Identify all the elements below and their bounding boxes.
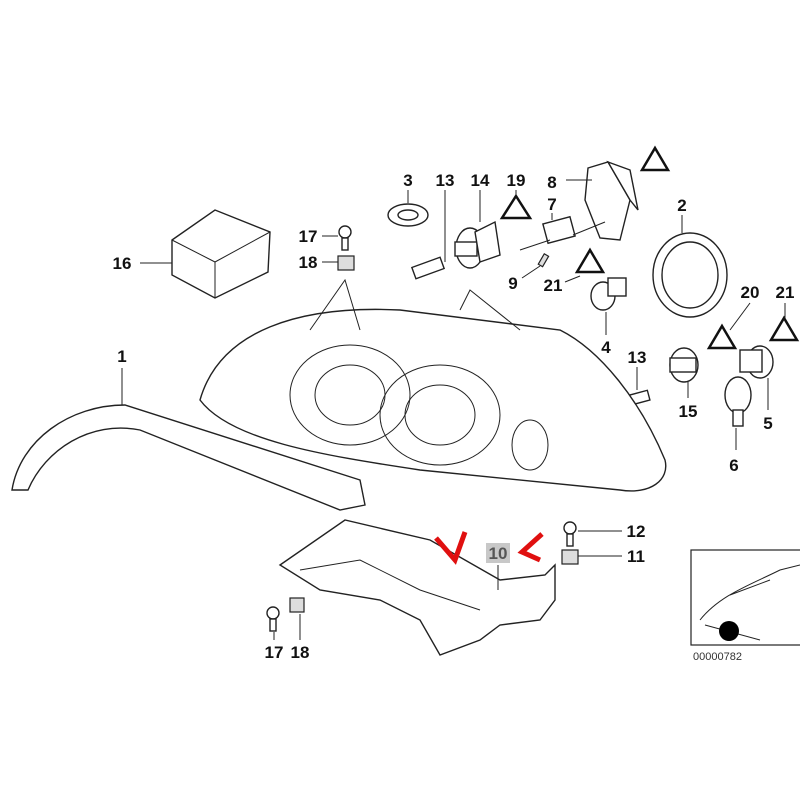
part-18-clip-bottom <box>289 597 305 640</box>
warning-triangle-20 <box>706 302 751 350</box>
part-3-ring <box>387 190 429 227</box>
callout-21[interactable]: 21 <box>544 276 563 295</box>
callout-9[interactable]: 9 <box>508 274 517 293</box>
callout-7[interactable]: 7 <box>547 195 556 214</box>
part-1-trim-strip <box>11 368 366 511</box>
callout-1[interactable]: 1 <box>117 347 126 366</box>
part-4-bulb-socket <box>590 277 627 335</box>
inset-code: 00000782 <box>693 651 742 663</box>
callout-3[interactable]: 3 <box>403 171 412 190</box>
callout-21-right[interactable]: 21 <box>776 283 795 302</box>
highlight-box-10 <box>486 543 510 563</box>
callout-13[interactable]: 13 <box>436 171 455 190</box>
callout-6[interactable]: 6 <box>729 456 738 475</box>
callout-5[interactable]: 5 <box>763 414 772 433</box>
callout-2[interactable]: 2 <box>677 196 686 215</box>
callout-18-bottom[interactable]: 18 <box>291 643 310 662</box>
part-2-cover-cap <box>652 215 728 318</box>
callout-8[interactable]: 8 <box>547 173 556 192</box>
part-8-ballast <box>566 145 671 241</box>
part-7-igniter <box>519 213 606 251</box>
callout-15[interactable]: 15 <box>679 402 698 421</box>
part-17-screw-bottom <box>266 606 280 640</box>
part-13-bulb <box>410 190 446 280</box>
inset-car-view: 00000782 <box>690 549 800 663</box>
part-16-box <box>140 209 271 299</box>
callout-11[interactable]: 11 <box>627 547 645 566</box>
callout-16[interactable]: 16 <box>113 254 132 273</box>
part-11-clip <box>561 549 622 565</box>
warning-triangle-21-right <box>768 303 800 342</box>
callout-13-lower[interactable]: 13 <box>628 348 647 367</box>
part-15-socket <box>669 347 699 398</box>
callout-labels: 16 17 18 3 13 14 19 8 7 9 21 2 20 21 4 1… <box>113 171 795 662</box>
callout-19[interactable]: 19 <box>507 171 526 190</box>
callout-20[interactable]: 20 <box>741 283 760 302</box>
part-12-screw <box>563 521 622 547</box>
headlight-housing <box>199 278 667 492</box>
warning-triangle-19 <box>499 190 533 220</box>
callout-12[interactable]: 12 <box>627 522 646 541</box>
part-17-screw <box>322 225 352 251</box>
part-9-screw <box>521 252 550 279</box>
part-14-socket <box>454 190 501 269</box>
callout-17-bottom[interactable]: 17 <box>265 643 284 662</box>
callout-10[interactable]: 10 <box>489 544 508 563</box>
callout-17[interactable]: 17 <box>299 227 318 246</box>
callout-18[interactable]: 18 <box>299 253 318 272</box>
callout-4[interactable]: 4 <box>601 338 611 357</box>
callout-14[interactable]: 14 <box>471 171 490 190</box>
red-check-marker-right <box>517 532 544 563</box>
part-10-bracket <box>278 519 556 656</box>
red-check-marker-left <box>434 531 468 565</box>
part-5-socket <box>739 345 774 410</box>
part-18-clip <box>322 255 355 271</box>
warning-triangle-21 <box>564 247 606 283</box>
part-6-bulb <box>724 376 752 450</box>
